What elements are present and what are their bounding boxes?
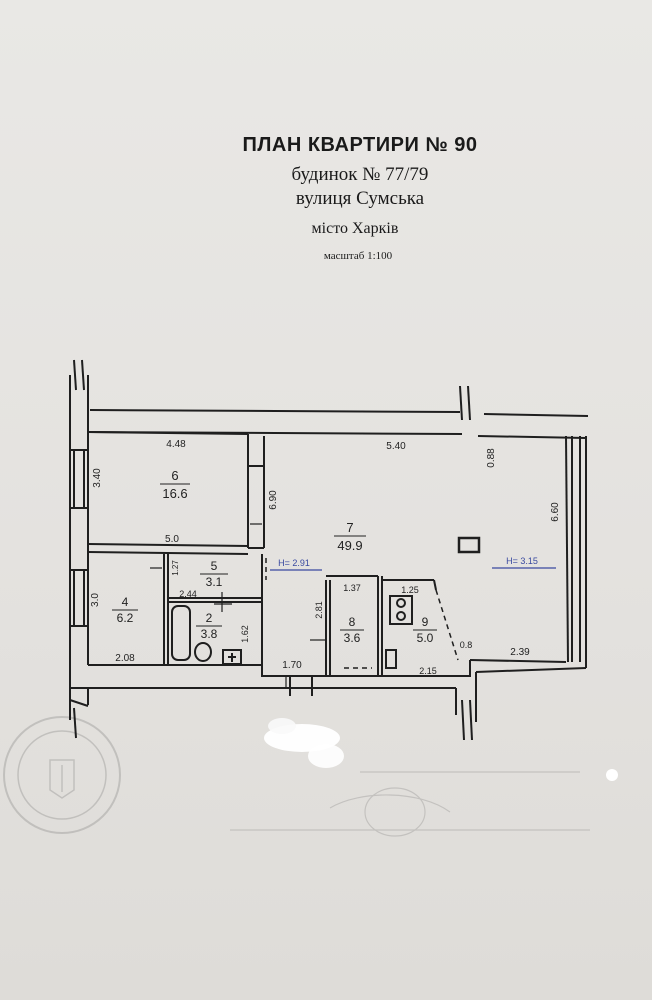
dim-215: 2.15 <box>419 666 437 676</box>
dimension-ticks <box>150 523 326 688</box>
dim-08: 0.8 <box>460 640 473 650</box>
room-labels: 6 16.6 7 49.9 5 3.1 4 6.2 2 3.8 8 3.6 9 … <box>112 468 437 645</box>
dim-170: 1.70 <box>282 660 302 671</box>
dim-540: 5.40 <box>386 441 406 452</box>
room-8-area: 3.6 <box>344 631 361 645</box>
dim-244: 2.44 <box>179 589 197 599</box>
height-label-1: H= 2.91 <box>278 558 310 568</box>
break-marks <box>73 359 473 741</box>
stamp-seal <box>3 716 121 834</box>
dim-127: 1.27 <box>171 560 180 576</box>
dim-208: 2.08 <box>115 653 135 664</box>
room-5-number: 5 <box>211 559 218 573</box>
street-name: вулиця Сумська <box>295 188 425 209</box>
dim-125: 1.25 <box>401 585 419 595</box>
dim-239: 2.39 <box>510 647 530 658</box>
dim-162: 1.62 <box>240 625 250 643</box>
house-number: будинок № 77/79 <box>291 164 429 185</box>
inner-walls <box>87 431 481 676</box>
dim-30: 3.0 <box>90 593 101 607</box>
redaction-blur <box>264 718 618 781</box>
room-6-number: 6 <box>171 468 178 483</box>
dashed-lines <box>265 558 459 669</box>
room-7-area: 49.9 <box>337 538 362 553</box>
dim-340: 3.40 <box>92 468 103 488</box>
dim-137: 1.37 <box>343 583 361 593</box>
room-5-area: 3.1 <box>206 575 223 589</box>
height-label-2: H= 3.15 <box>506 556 538 566</box>
room-8-number: 8 <box>349 615 356 629</box>
faded-signature <box>230 771 590 837</box>
height-labels: H= 2.91 H= 3.15 <box>270 556 556 571</box>
room-2-area: 3.8 <box>201 627 218 641</box>
dim-50: 5.0 <box>165 534 179 545</box>
room-9-number: 9 <box>422 615 429 629</box>
dim-088: 0.88 <box>486 448 497 468</box>
dimension-labels: 4.48 5.40 0.88 3.40 6.90 6.60 5.0 1.27 2… <box>90 439 561 676</box>
dim-690: 6.90 <box>268 490 279 510</box>
city-name: місто Харків <box>311 220 399 237</box>
scale-label: масштаб 1:100 <box>323 250 393 262</box>
room-4-number: 4 <box>122 595 129 609</box>
dim-660: 6.60 <box>550 502 561 522</box>
plan-title: ПЛАН КВАРТИРИ № 90 <box>242 134 478 156</box>
room-6-area: 16.6 <box>162 486 187 501</box>
room-7-number: 7 <box>346 520 353 535</box>
dim-448: 4.48 <box>166 439 186 450</box>
dim-281: 2.81 <box>314 601 324 619</box>
room-2-number: 2 <box>206 611 213 625</box>
room-4-area: 6.2 <box>117 611 134 625</box>
room-9-area: 5.0 <box>417 631 434 645</box>
